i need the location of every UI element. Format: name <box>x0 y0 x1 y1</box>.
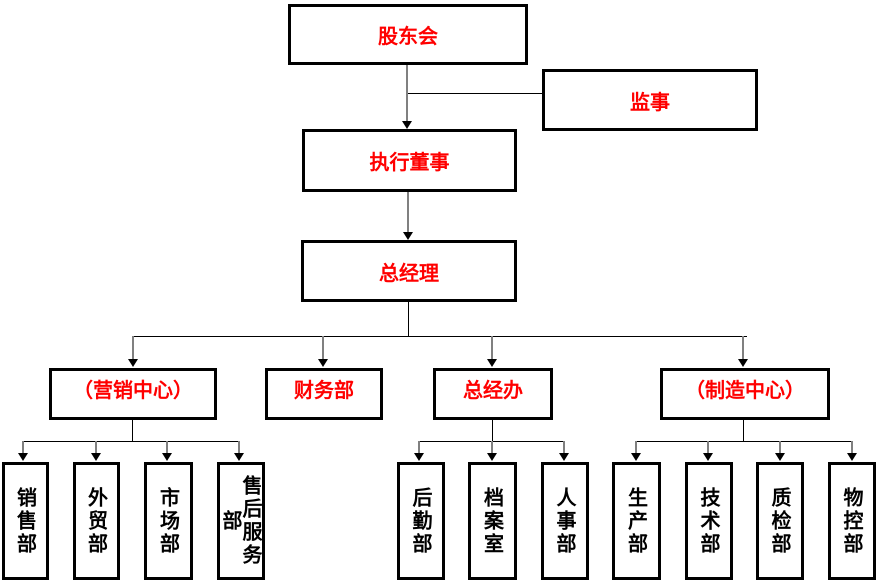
connector-manufacturing-stub <box>743 420 744 441</box>
arrow-exec-to-gm <box>403 192 413 240</box>
node-production-dept: 生产部 <box>612 462 661 580</box>
connector-shareholders-supervisor <box>407 93 542 94</box>
node-label: 后勤部 <box>409 486 433 556</box>
arrow-to-marketing-dept <box>162 441 172 461</box>
arrow-to-material-control-dept <box>847 441 857 461</box>
node-label: 外贸部 <box>84 486 109 556</box>
node-label: 人事部 <box>553 486 577 556</box>
node-finance-dept: 财务部 <box>265 368 383 420</box>
node-label: 总经办 <box>463 378 523 402</box>
node-general-manager-office: 总经办 <box>433 368 553 420</box>
connector-gm-drop <box>408 302 409 336</box>
node-marketing-center: （营销中心） <box>49 368 217 420</box>
connector-marketing-group-horizontal <box>23 441 240 442</box>
node-executive-director: 执行董事 <box>302 129 517 192</box>
node-label: 销售部 <box>13 486 38 556</box>
node-shareholders-meeting: 股东会 <box>288 4 528 65</box>
arrow-to-gm-office <box>487 336 497 367</box>
arrow-to-sales-dept <box>18 441 28 461</box>
arrow-to-quality-dept <box>775 441 785 461</box>
node-sales-dept: 销售部 <box>2 462 49 580</box>
arrow-shareholders-to-exec <box>402 65 412 129</box>
node-label: 技术部 <box>697 486 721 556</box>
node-material-control-dept: 物控部 <box>828 462 876 580</box>
node-label: 生产部 <box>624 486 649 556</box>
arrow-to-finance-dept <box>318 336 328 367</box>
node-label: 监事 <box>630 89 670 114</box>
node-logistics-dept: 后勤部 <box>397 462 445 580</box>
node-archives-room: 档案室 <box>468 462 517 580</box>
node-label: 总经理 <box>379 260 439 285</box>
arrow-to-hr-dept <box>559 441 569 461</box>
arrow-to-after-sales-dept <box>234 441 244 461</box>
node-supervisor: 监事 <box>542 69 758 131</box>
connector-gmoffice-stub <box>492 420 493 441</box>
node-technology-dept: 技术部 <box>685 462 733 580</box>
node-label: （制造中心） <box>685 378 805 402</box>
connector-manufacturing-group-horizontal <box>636 441 853 442</box>
node-label: 售后服务部 <box>219 475 263 567</box>
node-label: （营销中心） <box>73 378 193 402</box>
node-label: 档案室 <box>480 486 505 556</box>
node-quality-inspection-dept: 质检部 <box>756 462 804 580</box>
node-label: 财务部 <box>294 378 354 402</box>
arrow-to-manufacturing-center <box>738 336 748 367</box>
arrow-to-archives-room <box>487 441 497 461</box>
arrow-to-logistics-dept <box>414 441 424 461</box>
connector-level4-horizontal <box>133 336 747 337</box>
arrow-to-technology-dept <box>703 441 713 461</box>
node-manufacturing-center: （制造中心） <box>660 368 830 420</box>
arrow-to-marketing-center <box>128 336 138 367</box>
node-foreign-trade-dept: 外贸部 <box>73 462 120 580</box>
node-label: 股东会 <box>378 24 438 48</box>
node-hr-dept: 人事部 <box>541 462 589 580</box>
arrow-to-production-dept <box>631 441 641 461</box>
node-label: 质检部 <box>768 486 792 556</box>
node-label: 市场部 <box>156 486 181 556</box>
connector-marketing-stub <box>132 420 133 441</box>
node-general-manager: 总经理 <box>301 240 517 302</box>
node-label: 物控部 <box>840 486 864 556</box>
node-marketing-dept: 市场部 <box>144 462 193 580</box>
arrow-to-foreign-trade-dept <box>91 441 101 461</box>
node-label: 执行董事 <box>369 150 450 174</box>
node-after-sales-service-dept: 售后服务部 <box>217 462 265 580</box>
